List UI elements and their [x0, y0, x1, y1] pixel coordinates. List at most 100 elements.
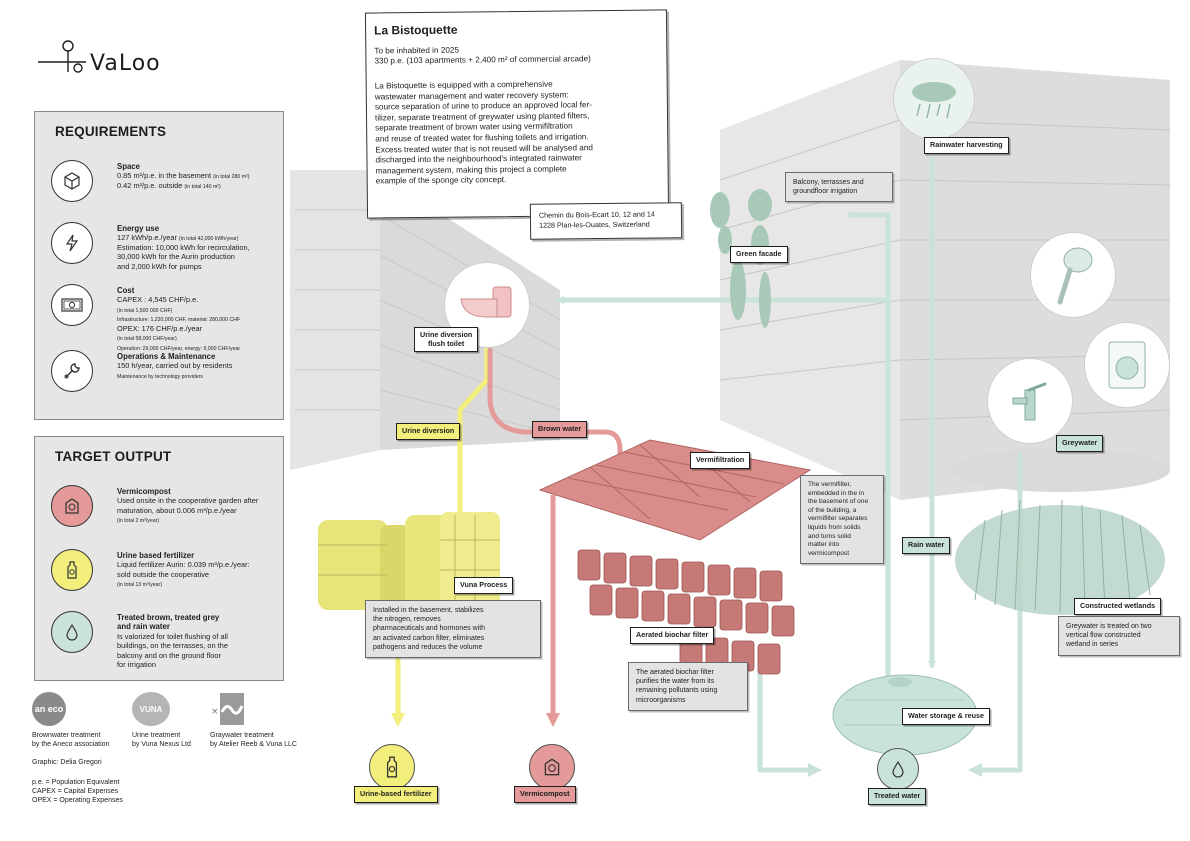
water-drop-icon — [892, 760, 904, 778]
description-line: of the building, a — [808, 506, 857, 514]
toilet-icon — [460, 286, 512, 318]
requirement-operations: Operations & Maintenance 150 h/year, car… — [51, 350, 281, 400]
requirement-line: 150 h/year, carried out by residents — [117, 361, 233, 371]
shower-photo — [1030, 232, 1116, 318]
address-line: 1228 Plan-les-Ouates, Switzerland — [538, 219, 650, 230]
requirement-note: (in total 1,500 000 CHF) — [117, 307, 173, 314]
output-title: Treated brown, treated grey — [117, 613, 220, 622]
description-line: embedded in the in — [808, 489, 865, 497]
requirement-cost: Cost CAPEX : 4,545 CHF/p.e. (in total 1,… — [51, 284, 281, 352]
water-drop-icon — [51, 611, 93, 653]
requirement-note: (in total 140 m²) — [184, 184, 221, 190]
vermicompost-icon — [51, 485, 93, 527]
output-line: Used onsite in the cooperative garden af… — [117, 496, 259, 506]
vermifilter-description: The vermifilter, embedded in the in the … — [800, 475, 884, 565]
output-line: balcony and on the ground floor — [117, 650, 221, 660]
description-line: Installed in the basement, stabilizes — [373, 607, 484, 614]
requirements-title: REQUIREMENTS — [55, 124, 167, 139]
toilet-label-line: Urine diversion — [420, 330, 473, 339]
greywater-label: Greywater — [1056, 435, 1104, 452]
project-description-line: discharged into the neighbourhood's inte… — [375, 153, 582, 165]
project-description-line: wastewater management and water recovery… — [374, 90, 569, 102]
project-description-line: management system, making this project a… — [375, 164, 567, 176]
project-description-line: separate treatment of brown water using … — [375, 121, 573, 133]
aneco-logo: an eco — [32, 692, 66, 726]
wetlands-description: Greywater is treated on two vertical flo… — [1058, 616, 1180, 656]
description-line: the basement of one — [808, 498, 869, 506]
wrench-icon — [51, 350, 93, 392]
green-facade-illustration — [710, 189, 772, 328]
target-output-panel: TARGET OUTPUT Vermicompost Used onsite i… — [34, 436, 284, 681]
description-line: liquids from solids — [808, 523, 861, 531]
toilet-label-line: flush toilet — [427, 338, 465, 348]
output-line: for irrigation — [117, 660, 157, 670]
requirement-line: Estimation: 10,000 kWh for recirculation… — [117, 243, 250, 252]
description-line: vermifilter separates — [808, 515, 868, 523]
output-vermicompost-circle — [529, 744, 575, 790]
reeb-logo-icon: × — [210, 692, 244, 726]
project-date: To be inhabited in 2025 — [374, 45, 460, 56]
constructed-wetlands-label: Constructed wetlands — [1074, 598, 1162, 615]
urine-diversion-label: Urine diversion — [396, 423, 461, 440]
abbreviations: p.e. = Population Equivalent CAPEX = Cap… — [32, 779, 123, 805]
balcony-irrigation-description: Balcony, terrasses and groundfloor irrig… — [785, 172, 893, 203]
requirement-title: Cost — [117, 286, 135, 295]
project-description-line: Excess treated water that is not reused … — [375, 142, 593, 155]
partner-caption: by the Aneco association — [32, 740, 110, 748]
output-note: (in total 13 m³/year) — [117, 582, 162, 589]
vuna-description: Installed in the basement, stabilizes th… — [365, 600, 541, 659]
water-storage-label: Water storage & reuse — [902, 708, 991, 725]
output-vermicompost-label: Vermicompost — [514, 786, 576, 803]
project-description-line: example of the sponge city concept. — [375, 175, 507, 186]
shower-head-icon — [1057, 247, 1093, 305]
project-description-line: tilizer, separate treatment of greywater… — [374, 111, 590, 123]
description-line: microorganisms — [636, 696, 686, 704]
project-card: La Bistoquette To be inhabited in 2025 3… — [364, 9, 670, 219]
output-line: buildings, on the terrasses, on the — [117, 641, 228, 651]
requirement-line: 127 kWh/p.e./year — [117, 233, 177, 243]
abbreviation-line: OPEX = Operating Expenses — [32, 796, 123, 804]
requirement-note: (in total 42,000 kWh/year) — [179, 236, 239, 243]
vermifiltration-label: Vermifiltration — [690, 452, 751, 469]
description-line: Greywater is treated on two — [1066, 623, 1152, 630]
description-line: vertical flow constructed — [1066, 632, 1141, 640]
graphic-credit: Graphic: Delia Gregori — [32, 759, 102, 766]
brown-water-label: Brown water — [532, 421, 588, 438]
toilet-photo — [444, 262, 530, 348]
vermicompost-icon — [544, 758, 560, 776]
address-card: Chemin du Bois-Ecart 10, 12 and 14 1228 … — [529, 202, 683, 240]
treated-water-label: Treated water — [868, 788, 927, 805]
requirement-note: (in total 58,000 CHF/year) — [117, 336, 177, 343]
rain-photo — [893, 58, 975, 140]
fertilizer-bottle-icon — [386, 756, 398, 778]
output-note: (in total 2 m³/year) — [117, 518, 160, 525]
project-description-line: La Bistoquette is equipped with a compre… — [374, 79, 553, 91]
output-fertilizer-label: Urine-based fertilizer — [354, 786, 438, 803]
partner-caption: by Atelier Reeb & Vuna LLC — [210, 740, 297, 748]
requirement-note: Operation: 29,000 CHF/year, energy: 9,00… — [117, 346, 241, 352]
aneco-logo-text: an eco — [34, 703, 64, 714]
vuna-logo: VUNA — [132, 692, 170, 726]
requirements-panel: REQUIREMENTS Space 0.85 m²/p.e. in the b… — [34, 111, 284, 420]
requirement-space: Space 0.85 m²/p.e. in the basement (in t… — [51, 160, 281, 210]
washing-machine-icon — [1108, 341, 1146, 389]
banknote-icon — [51, 284, 93, 326]
output-title: Vermicompost — [117, 487, 171, 496]
requirement-note: (in total 280 m²) — [213, 174, 250, 181]
requirement-title: Space — [117, 162, 140, 171]
requirement-line: OPEX: 176 CHF/p.e./year — [117, 324, 203, 333]
output-line: maturation, about 0.006 m³/p.e./year — [117, 505, 237, 515]
requirement-line: CAPEX : 4,545 CHF/p.e. — [117, 295, 199, 305]
description-line: Balcony, terrasses and — [793, 179, 864, 186]
requirement-line: 30,000 kWh for the Aurin production — [117, 252, 235, 262]
valoo-logo-mark-icon — [38, 40, 86, 73]
partner-caption: Urine treatment — [132, 732, 181, 739]
rain-cloud-icon — [912, 82, 956, 119]
abbreviation-line: CAPEX = Capital Expenses — [32, 787, 119, 795]
project-description-line: and reuse of treated water for flushing … — [375, 132, 589, 144]
vermifilter-illustration — [538, 439, 812, 541]
abbreviation-line: p.e. = Population Equivalent — [32, 779, 120, 786]
description-line: the nitrogen, removes — [373, 616, 441, 624]
requirement-line: 0.42 m²/p.e. outside — [117, 181, 183, 190]
vuna-logo-text: VUNA — [139, 704, 163, 714]
